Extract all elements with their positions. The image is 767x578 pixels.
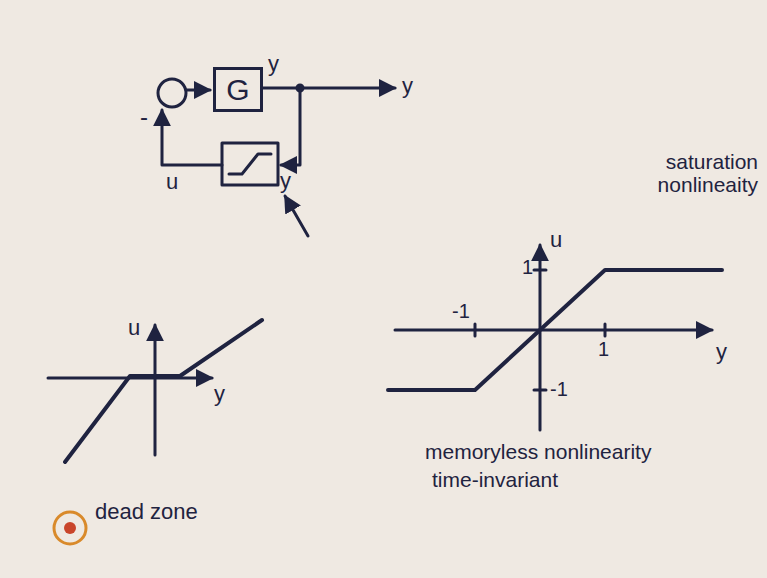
graph-note: saturation nonlineaity (632, 150, 758, 196)
output-wire (262, 87, 395, 90)
axis-tick (474, 324, 477, 336)
signal-name: y (268, 52, 279, 76)
signal-name: u (166, 170, 178, 194)
axis-name: u (128, 316, 140, 340)
block-label: G (226, 75, 249, 105)
tick-value: 1 (522, 256, 533, 278)
tick-value: -1 (452, 300, 470, 322)
graph-note: memoryless nonlinearity (425, 440, 651, 463)
axis-tick (534, 389, 546, 392)
signal-wire (186, 89, 210, 92)
logo-mark (54, 512, 86, 544)
axis-name: u (550, 228, 562, 252)
summing-junction (158, 79, 186, 107)
feedback-wire (162, 110, 222, 165)
u-axis (154, 325, 157, 455)
feedback-wire (281, 88, 300, 165)
dead-zone-curve (65, 320, 262, 462)
tick-value: 1 (598, 338, 609, 360)
saturation-block (222, 143, 278, 185)
sign-mark: - (140, 104, 148, 130)
axis-name: y (716, 340, 727, 364)
axis-tick (604, 324, 607, 336)
u-axis (539, 245, 542, 430)
graph-note: time-invariant (432, 468, 558, 491)
saturation-symbol (229, 154, 271, 174)
axis-tick (534, 269, 546, 272)
logo-mark (64, 522, 76, 534)
tick-value: -1 (550, 378, 568, 400)
transfer-block: G (213, 67, 263, 112)
saturation-curve (388, 270, 722, 390)
signal-name: y (402, 74, 413, 98)
pointer-arrow (285, 196, 308, 236)
graph-note: dead zone (95, 500, 198, 524)
y-axis (395, 329, 712, 332)
axis-name: y (214, 382, 225, 406)
signal-name: y (280, 169, 291, 193)
